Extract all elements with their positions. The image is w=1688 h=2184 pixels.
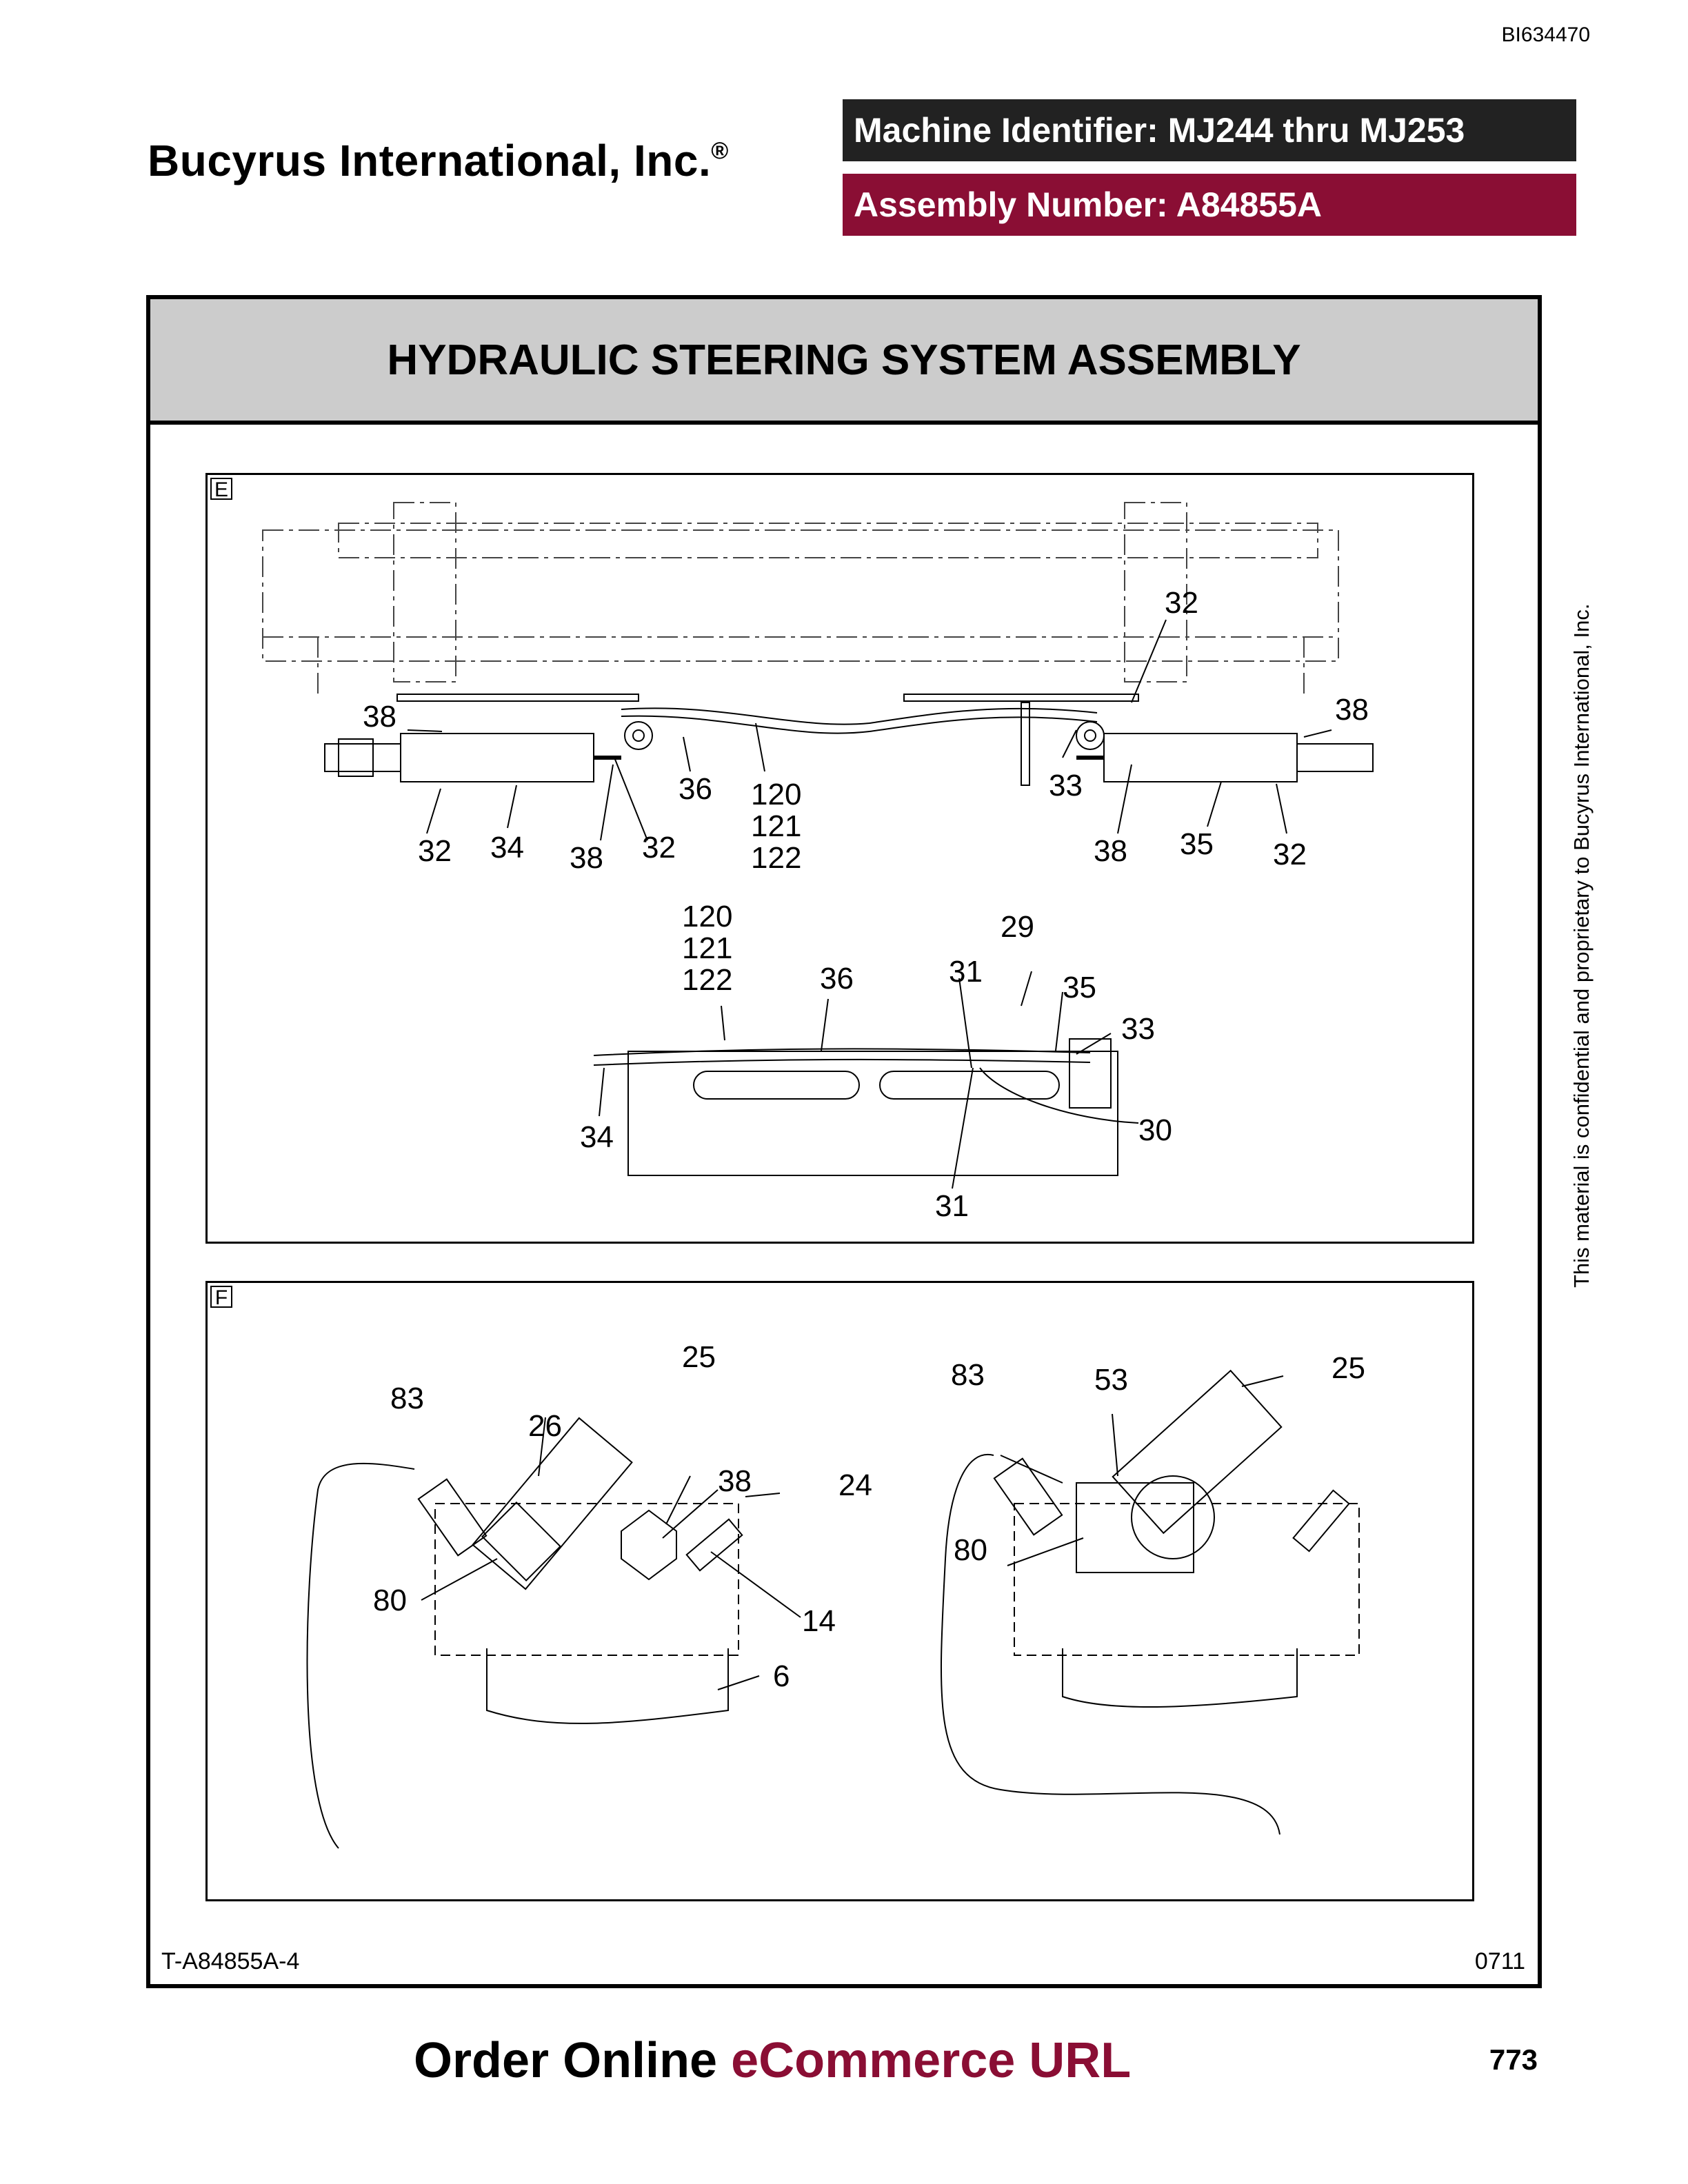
callout: 31 bbox=[935, 1189, 969, 1223]
document-id: BI634470 bbox=[1501, 23, 1590, 46]
main-frame bbox=[146, 295, 1542, 1988]
callout: 25 bbox=[1332, 1351, 1365, 1385]
callout: 53 bbox=[1094, 1363, 1128, 1397]
callout: 34 bbox=[490, 831, 524, 865]
callout: 120 bbox=[751, 778, 801, 811]
callout: 34 bbox=[580, 1120, 614, 1154]
steering-valve-drawing bbox=[306, 1369, 1360, 1849]
callout: 35 bbox=[1180, 827, 1214, 861]
revision-code: 0711 bbox=[1474, 1948, 1525, 1974]
callout: 122 bbox=[682, 963, 732, 997]
callout: 122 bbox=[751, 841, 801, 875]
callout: 38 bbox=[363, 700, 396, 734]
callout: 83 bbox=[951, 1358, 985, 1392]
callout: 36 bbox=[679, 772, 712, 806]
callout: 30 bbox=[1138, 1113, 1172, 1147]
callout: 33 bbox=[1121, 1012, 1155, 1046]
callout: 38 bbox=[718, 1464, 752, 1498]
panel-e: E bbox=[205, 473, 1474, 1244]
panel-e-callouts: 32 38 38 32 34 38 32 36 120 121 122 33 3… bbox=[363, 586, 1369, 1223]
callout: 121 bbox=[751, 809, 801, 843]
callout: 29 bbox=[1001, 910, 1034, 944]
callout: 38 bbox=[570, 841, 603, 875]
callout: 38 bbox=[1094, 834, 1127, 868]
order-online-text: Order Online bbox=[414, 2033, 732, 2088]
machine-identifier-bar: Machine Identifier: MJ244 thru MJ253 bbox=[843, 99, 1576, 161]
callout: 26 bbox=[528, 1409, 562, 1443]
callout: 80 bbox=[954, 1533, 987, 1567]
callout: 38 bbox=[1335, 693, 1369, 727]
callout: 25 bbox=[682, 1340, 716, 1374]
callout: 36 bbox=[820, 962, 854, 995]
panel-e-tag: E bbox=[210, 478, 232, 501]
callout: 80 bbox=[373, 1584, 407, 1617]
confidentiality-note: This material is confidential and propri… bbox=[1569, 603, 1594, 1288]
company-name: Bucyrus International, Inc.® bbox=[148, 135, 729, 186]
company-name-text: Bucyrus International, Inc. bbox=[148, 136, 712, 185]
callout: 32 bbox=[642, 831, 676, 865]
callout: 6 bbox=[773, 1659, 790, 1693]
page-title: HYDRAULIC STEERING SYSTEM ASSEMBLY bbox=[150, 299, 1538, 425]
callout: 121 bbox=[682, 931, 732, 965]
panel-f-tag: F bbox=[210, 1286, 232, 1309]
assembly-number-bar: Assembly Number: A84855A bbox=[843, 174, 1576, 236]
ecommerce-url-text: eCommerce URL bbox=[731, 2033, 1132, 2088]
panel-f-callouts: 25 83 26 38 24 80 14 6 83 53 25 80 bbox=[373, 1340, 1365, 1693]
callout: 120 bbox=[682, 900, 732, 933]
callout: 33 bbox=[1049, 769, 1083, 802]
drawing-number: T-A84855A-4 bbox=[161, 1948, 300, 1974]
page-number: 773 bbox=[1489, 2043, 1538, 2076]
callout: 83 bbox=[390, 1382, 424, 1415]
callout: 35 bbox=[1063, 971, 1096, 1004]
panel-f: F bbox=[205, 1281, 1474, 1901]
registered-mark: ® bbox=[711, 138, 729, 164]
callout: 32 bbox=[1273, 838, 1307, 871]
order-online-link[interactable]: Order Online eCommerce URL bbox=[414, 2032, 1131, 2089]
callout: 32 bbox=[1165, 586, 1198, 620]
steering-cylinder-drawing bbox=[262, 502, 1374, 1189]
callout: 24 bbox=[838, 1468, 872, 1502]
callout: 14 bbox=[802, 1604, 836, 1638]
callout: 31 bbox=[949, 955, 983, 989]
callout: 32 bbox=[418, 834, 452, 868]
